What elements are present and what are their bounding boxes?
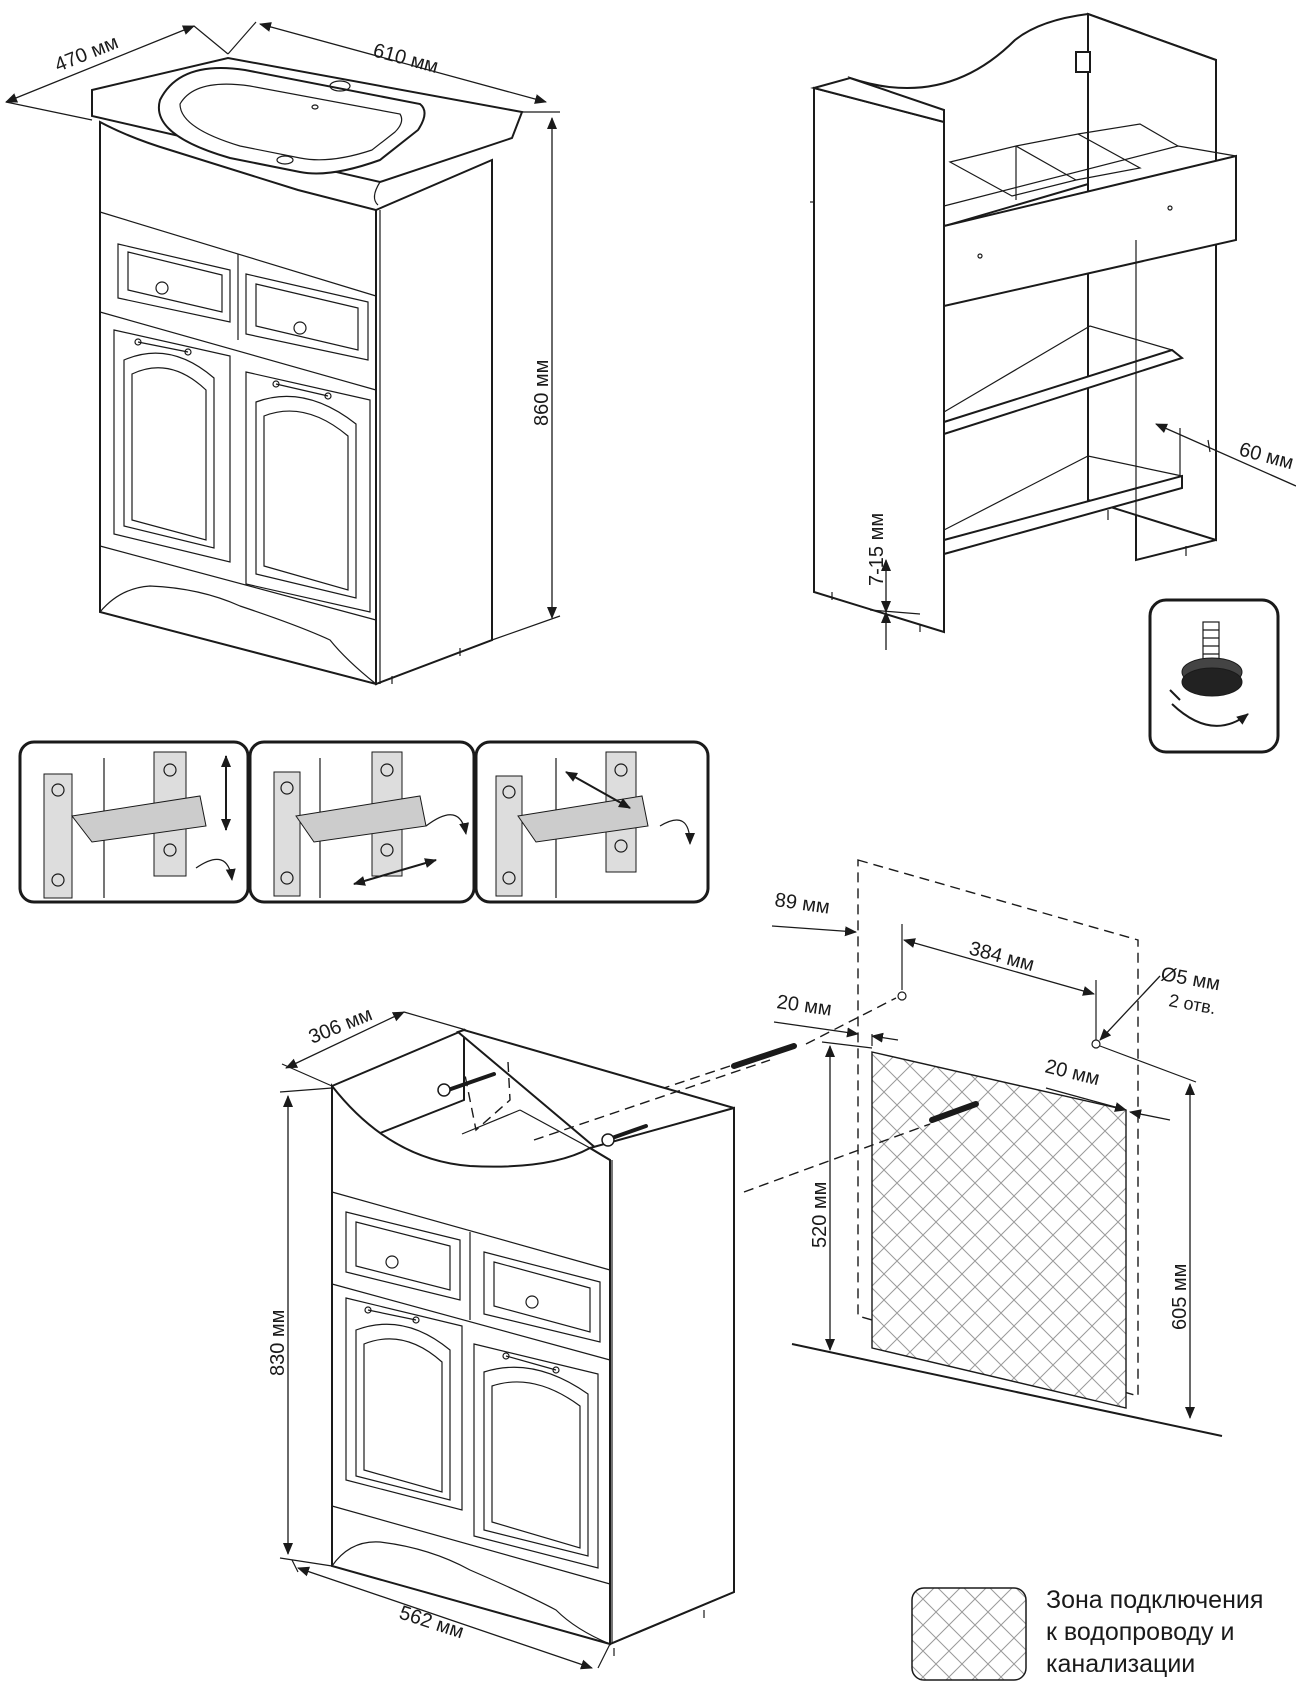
dim-hole-diameter: Ø5 мм 2 отв.: [1099, 963, 1222, 1041]
dim-384: 384 мм: [901, 924, 1097, 1040]
hinge-adjustment-panels: [18, 740, 710, 904]
dim-562-label: 562 мм: [396, 1602, 466, 1643]
dim-hole-count-label: 2 отв.: [1167, 990, 1217, 1018]
dim-hole-diameter-label: Ø5 мм: [1159, 963, 1222, 995]
cabinet-carcass: [810, 12, 1237, 634]
dim-20-left-label: 20 мм: [775, 991, 833, 1020]
dim-20-right-label: 20 мм: [1043, 1056, 1102, 1091]
legend-text: Зона подключения к водопроводу и канализ…: [1046, 1584, 1296, 1680]
legend-line-3: канализации: [1046, 1650, 1196, 1678]
dim-860-label: 860 мм: [531, 360, 553, 426]
dim-520-label: 520 мм: [809, 1182, 831, 1248]
legend-swatch: [911, 1587, 1027, 1681]
dim-7-15: 7-15 мм: [866, 513, 921, 650]
legend-line-2: к водопроводу и: [1046, 1618, 1235, 1646]
dim-7-15-label: 7-15 мм: [866, 513, 888, 586]
dim-89-label: 89 мм: [773, 889, 831, 918]
dim-610-label: 610 мм: [371, 40, 441, 78]
cabinet-front-view: [331, 1028, 771, 1656]
adjustable-foot-inset: [1148, 598, 1280, 754]
wall-mounting-scheme: [621, 859, 1223, 1437]
dim-605-label: 605 мм: [1169, 1264, 1191, 1330]
dim-830-label: 830 мм: [267, 1310, 289, 1376]
dim-20-left: 20 мм: [773, 991, 899, 1046]
dim-830: 830 мм: [267, 1087, 333, 1567]
legend-line-1: Зона подключения: [1046, 1586, 1264, 1614]
dim-384-label: 384 мм: [967, 938, 1037, 976]
dim-860: 860 мм: [491, 111, 561, 641]
dim-60-label: 60 мм: [1237, 439, 1296, 475]
vanity-with-sink: [91, 56, 524, 686]
dim-605: 605 мм: [1099, 1045, 1197, 1419]
dim-520: 520 мм: [809, 1041, 873, 1351]
dim-89: 89 мм: [771, 889, 857, 937]
